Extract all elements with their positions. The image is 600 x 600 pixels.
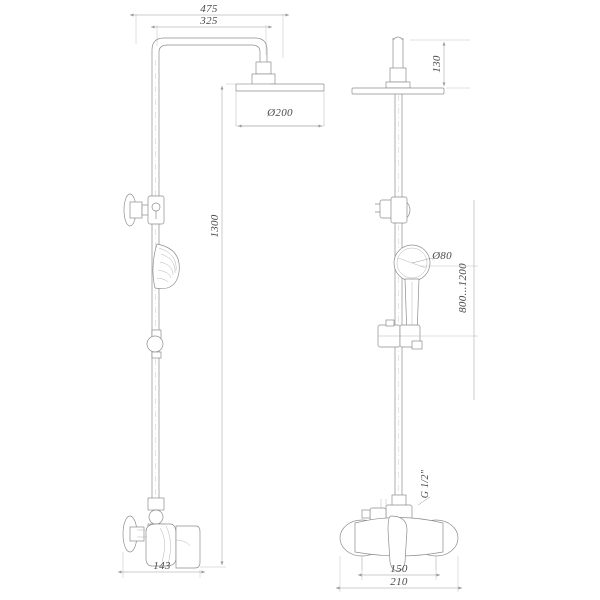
riser-pipe (151, 37, 268, 508)
wall-bracket (123, 193, 165, 227)
mixer-lever-front (387, 515, 408, 572)
dimension-column-height: 1300 (200, 83, 270, 568)
dimension-base-projection: 143 (118, 552, 205, 578)
dimension-arm-reach: 325 (151, 15, 272, 55)
dim-label-slider-range: 800...1200 (457, 263, 469, 313)
dim-label-mixer-overall-width: 210 (390, 576, 408, 588)
riser-pipe-front (389, 36, 407, 500)
slider-holder-front (377, 319, 423, 350)
dim-label-hand-shower-diameter: Ø80 (431, 250, 452, 262)
hand-shower (152, 243, 180, 289)
wall-bracket-front (375, 196, 411, 224)
dimension-mixer-center-distance: 150 (358, 558, 440, 580)
overhead-shower: Ø200 (235, 61, 325, 128)
dim-label-column-height: 1300 (209, 214, 221, 237)
dim-label-arm-reach: 325 (199, 15, 218, 27)
dimension-head-offset: 130 (410, 39, 470, 89)
side-view: 475 325 Ø200 (118, 3, 325, 578)
hand-shower-front: Ø80 (393, 244, 452, 342)
dimension-overall-depth: 475 (130, 3, 289, 58)
dim-label-overall-depth: 475 (200, 3, 218, 15)
dim-label-head-offset: 130 (431, 55, 443, 73)
mixer-body-front (339, 494, 459, 572)
dim-label-head-diameter: Ø200 (266, 107, 293, 119)
mixer-body (122, 497, 201, 569)
front-view: 130 Ø80 (336, 36, 478, 592)
slider-holder (146, 329, 164, 359)
dim-label-mixer-center-distance: 150 (390, 563, 408, 575)
thread-callout: G 1/2" (417, 469, 431, 506)
mixer-lever (175, 525, 201, 569)
dimension-mixer-overall-width: 210 (336, 556, 462, 592)
dim-label-base-projection: 143 (153, 560, 171, 572)
dim-label-thread: G 1/2" (420, 469, 431, 498)
dimension-slider-range: 800...1200 (420, 200, 478, 400)
overhead-shower-front (351, 81, 445, 95)
